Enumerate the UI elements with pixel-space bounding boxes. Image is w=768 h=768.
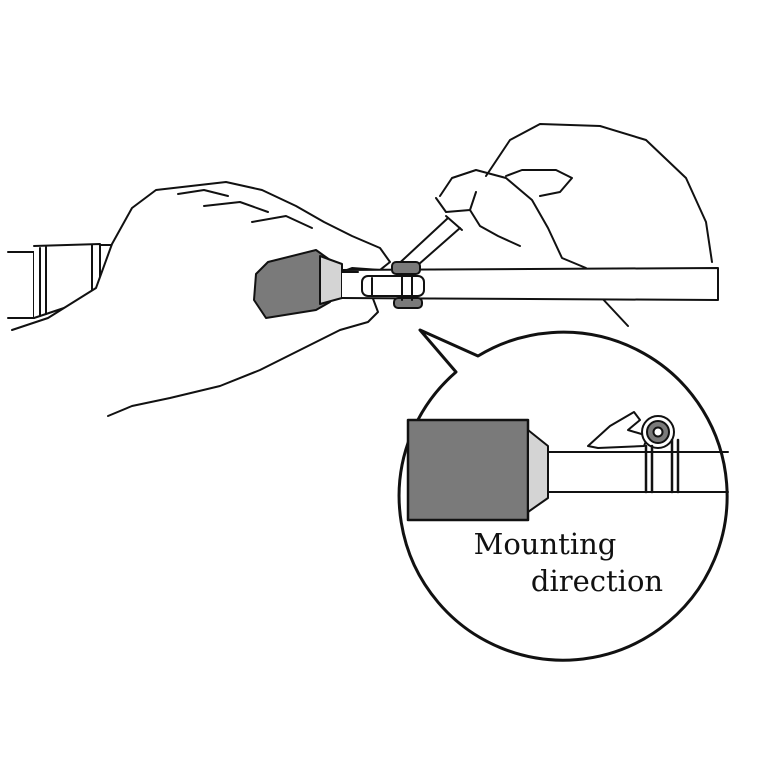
mounting-ring [361,261,425,309]
handpiece-body [7,243,113,319]
bur-head [253,249,331,319]
callout-bubble [397,328,729,662]
zoom-detail [406,411,729,522]
right-hand [435,123,713,327]
ring-tab [587,411,649,449]
callout-label-line1: Mounting [473,527,617,561]
shaft [341,267,719,301]
callout-label-line2: direction [530,564,664,598]
